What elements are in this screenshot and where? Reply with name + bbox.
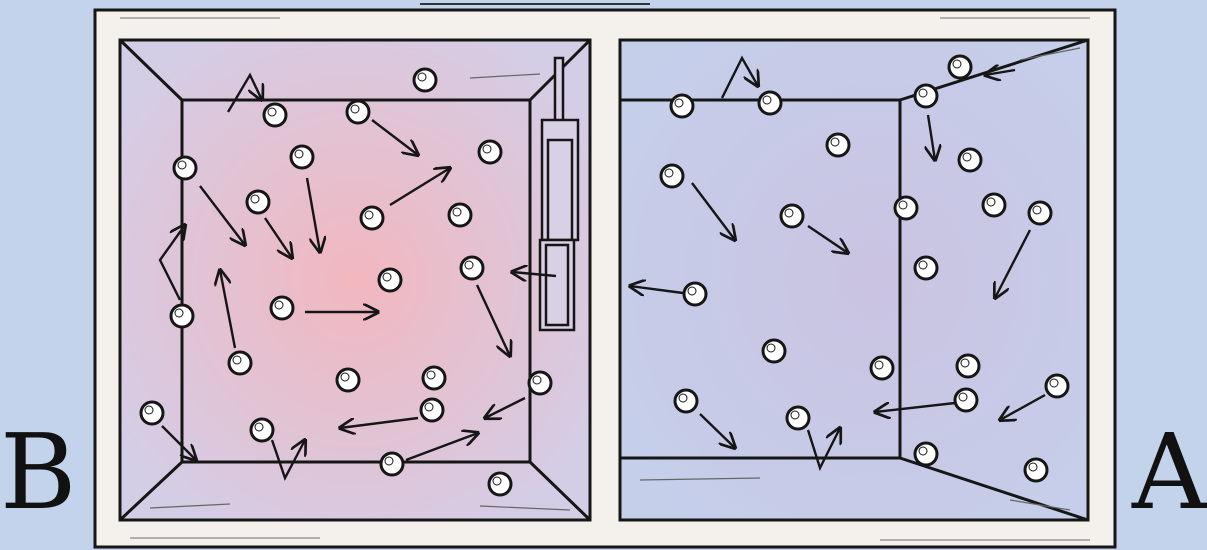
molecule-highlight bbox=[482, 144, 492, 154]
molecule-highlight bbox=[830, 137, 840, 147]
molecule-highlight bbox=[492, 476, 502, 486]
molecule-highlight bbox=[960, 358, 970, 368]
motion-arrow bbox=[199, 185, 245, 245]
molecule-highlight bbox=[382, 272, 392, 282]
molecule-highlight bbox=[174, 308, 184, 318]
molecule-highlight bbox=[664, 168, 674, 178]
motion-arrow bbox=[720, 55, 758, 99]
molecule-highlight bbox=[267, 107, 277, 117]
molecule-highlight bbox=[952, 59, 962, 69]
trapdoor bbox=[538, 56, 580, 332]
molecule-highlight bbox=[254, 422, 264, 432]
motion-arrow bbox=[995, 229, 1032, 298]
molecule-highlight bbox=[364, 210, 374, 220]
motion-arrow bbox=[485, 396, 526, 418]
motion-arrow bbox=[806, 428, 840, 472]
molecule-highlight bbox=[678, 393, 688, 403]
motion-arrow bbox=[389, 168, 450, 207]
motion-arrow bbox=[371, 119, 418, 155]
molecule-highlight bbox=[790, 410, 800, 420]
motion-arrow bbox=[264, 217, 292, 258]
motion-arrow bbox=[985, 70, 1016, 75]
molecule-highlight bbox=[417, 72, 427, 82]
molecule-highlight bbox=[962, 152, 972, 162]
motion-arrow bbox=[270, 440, 305, 482]
motion-arrow bbox=[699, 413, 735, 448]
motion-arrow bbox=[512, 272, 557, 276]
molecule-highlight bbox=[674, 98, 684, 108]
molecule-highlight bbox=[958, 392, 968, 402]
motion-arrow bbox=[928, 114, 935, 160]
motion-arrow bbox=[875, 401, 956, 412]
molecule-highlight bbox=[274, 300, 284, 310]
chamber-b-label: B bbox=[0, 411, 77, 533]
motion-arrow bbox=[1000, 393, 1046, 420]
motion-arrow bbox=[405, 433, 478, 462]
motion-arrow bbox=[220, 270, 237, 349]
molecule-highlight bbox=[687, 286, 697, 296]
molecule-highlight bbox=[294, 149, 304, 159]
motion-arrow bbox=[226, 72, 262, 113]
molecule-highlight bbox=[918, 88, 928, 98]
molecule-highlight bbox=[898, 200, 908, 210]
molecule-highlight bbox=[762, 95, 772, 105]
motion-arrow bbox=[807, 225, 848, 253]
molecule-highlight bbox=[918, 260, 928, 270]
motion-arrow bbox=[630, 286, 684, 293]
molecule-highlight bbox=[426, 370, 436, 380]
molecule-highlight bbox=[1032, 205, 1042, 215]
molecule-highlight bbox=[1049, 378, 1059, 388]
molecule-highlight bbox=[350, 104, 360, 114]
molecule-highlight bbox=[144, 405, 154, 415]
molecule-highlight bbox=[177, 160, 187, 170]
chamber-a bbox=[618, 38, 1090, 522]
motion-arrow bbox=[161, 425, 196, 460]
molecule-highlight bbox=[766, 343, 776, 353]
molecule-highlight bbox=[452, 207, 462, 217]
motion-arrow bbox=[475, 284, 510, 356]
molecule-highlight bbox=[232, 355, 242, 365]
motion-arrow bbox=[691, 182, 735, 240]
motion-arrow bbox=[305, 177, 320, 252]
molecule-highlight bbox=[464, 260, 474, 270]
molecule-highlight bbox=[784, 208, 794, 218]
molecule-highlight bbox=[384, 456, 394, 466]
molecule-highlight bbox=[250, 194, 260, 204]
molecule-highlight bbox=[874, 360, 884, 370]
motion-arrow bbox=[158, 225, 185, 301]
molecule-highlight bbox=[986, 197, 996, 207]
motion-arrow bbox=[340, 416, 419, 428]
chamber-a-label: A bbox=[1132, 411, 1207, 533]
molecule-highlight bbox=[918, 446, 928, 456]
molecule-highlight bbox=[1028, 462, 1038, 472]
molecule-highlight bbox=[532, 375, 542, 385]
molecule-highlight bbox=[424, 402, 434, 412]
molecule-highlight bbox=[340, 372, 350, 382]
